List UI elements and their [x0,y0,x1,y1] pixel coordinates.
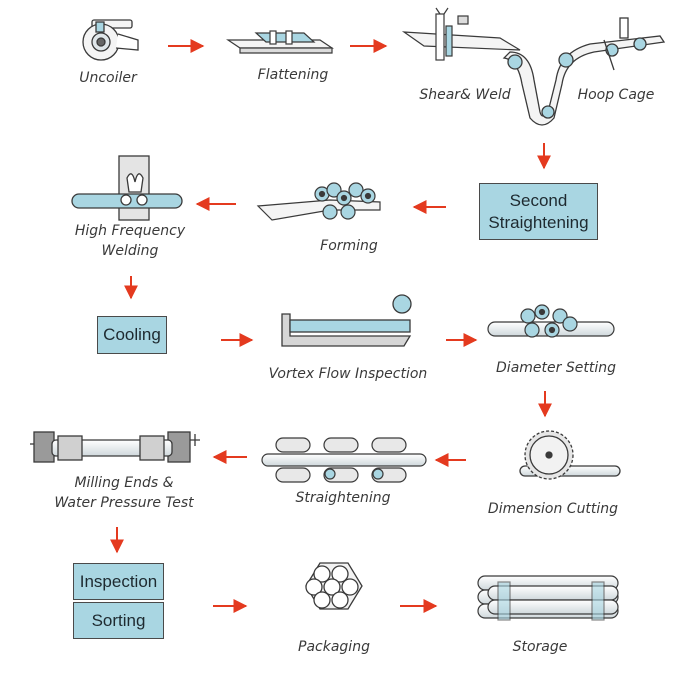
shear-weld-icon [401,7,521,61]
label-uncoiler: Uncoiler [79,70,137,86]
label-flattening: Flattening [257,67,329,83]
label-milling-line2: Water Pressure Test [54,495,194,511]
step-inspection: Inspection [73,563,164,600]
label-hf-welding-line2: Welding [101,243,159,259]
label-diameter-setting: Diameter Setting [496,360,616,376]
forming-icon [256,182,381,221]
label-vortex-flow-inspection: Vortex Flow Inspection [268,366,428,382]
label-storage: Storage [512,639,568,655]
label-dimension-cutting: Dimension Cutting [487,501,619,517]
vortex-icon [281,294,412,347]
milling-machine-icon [30,431,200,463]
flow-arrows [110,39,552,613]
hf-welding-icon [71,155,183,221]
diameter-rollers-icon [487,304,615,338]
step-sorting: Sorting [73,602,164,639]
second-straightening-line2: Straightening [488,212,589,232]
storage-stack-icon [477,575,619,621]
label-forming: Forming [320,238,378,254]
flattening-icon [226,30,334,54]
label-milling-line1: Milling Ends & [74,475,174,491]
straightening-rollers-icon [261,437,427,483]
pipe-bundle-icon [305,562,363,610]
step-cooling: Cooling [97,316,167,354]
label-shear-weld: Shear& Weld [419,87,511,103]
cutting-saw-icon [519,430,621,480]
second-straightening-line1: Second [509,190,568,210]
hoop-cage-icon [502,17,666,126]
label-straightening: Straightening [295,490,391,506]
label-packaging: Packaging [298,639,370,655]
step-second-straightening: Second Straightening [479,183,598,240]
uncoiler-icon [82,19,139,61]
label-hoop-cage: Hoop Cage [577,87,655,103]
label-hf-welding-line1: High Frequency [74,223,186,239]
